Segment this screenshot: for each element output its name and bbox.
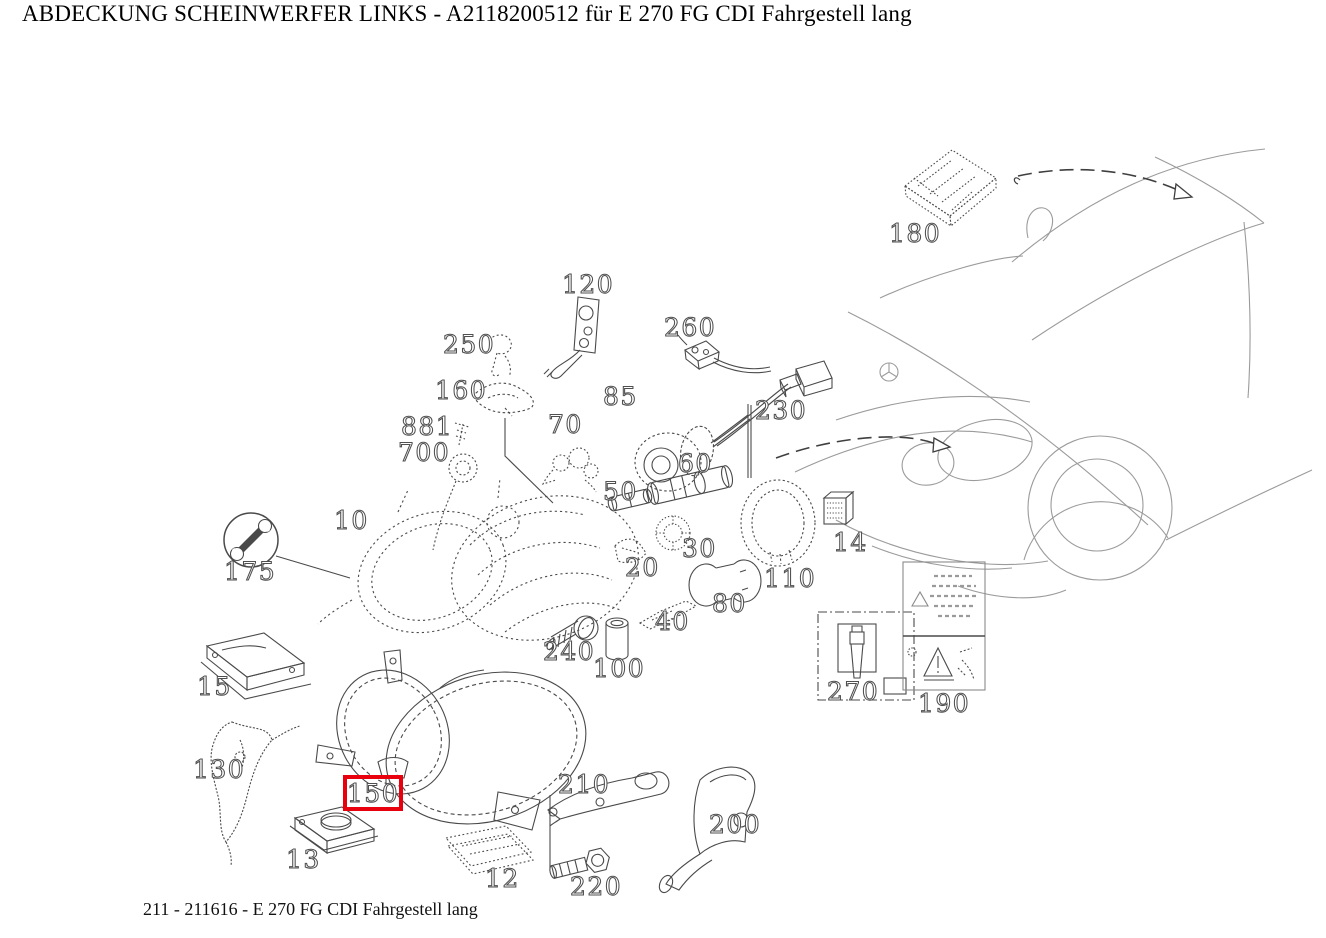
part-label-85[interactable]: 85 — [602, 382, 638, 411]
part-label-230[interactable]: 230 — [754, 396, 808, 425]
part-30-sketch — [655, 515, 691, 551]
part-label-20[interactable]: 20 — [624, 553, 660, 582]
part-label-700[interactable]: 700 — [397, 438, 451, 467]
part-200-sketch — [658, 766, 756, 894]
part-60-sketch — [646, 465, 734, 505]
part-110-sketch — [740, 479, 816, 567]
part-240-sketch — [546, 615, 599, 651]
part-label-13[interactable]: 13 — [285, 845, 321, 874]
part-label-30[interactable]: 30 — [681, 534, 717, 563]
part-150-sketch — [315, 649, 587, 831]
part-label-240[interactable]: 240 — [542, 637, 596, 666]
part-label-10[interactable]: 10 — [333, 506, 369, 535]
part-label-150[interactable]: 150 — [346, 778, 400, 808]
part-sketches — [200, 149, 997, 894]
part-label-50[interactable]: 50 — [602, 477, 638, 506]
part-210-sketch — [547, 771, 670, 827]
part-label-130[interactable]: 130 — [192, 755, 246, 784]
part-label-190[interactable]: 190 — [917, 689, 971, 718]
part-label-60[interactable]: 60 — [677, 449, 713, 478]
part-label-220[interactable]: 220 — [569, 872, 623, 901]
part-label-270[interactable]: 270 — [826, 677, 880, 706]
part-130-sketch — [210, 721, 301, 867]
part-260-sketch — [677, 334, 772, 374]
part-label-175[interactable]: 175 — [223, 557, 277, 586]
part-160-sketch — [474, 382, 534, 417]
part-10-sketch — [317, 477, 639, 641]
part-label-200[interactable]: 200 — [708, 810, 762, 839]
part-label-14[interactable]: 14 — [832, 528, 868, 557]
part-label-210[interactable]: 210 — [557, 770, 611, 799]
part-label-12[interactable]: 12 — [484, 864, 520, 893]
part-80-sketch — [688, 559, 762, 607]
part-881-sketch — [454, 422, 470, 446]
part-13-sketch — [289, 806, 379, 855]
part-120-sketch — [543, 296, 600, 379]
part-label-40[interactable]: 40 — [654, 607, 690, 636]
part-label-881[interactable]: 881 — [400, 412, 454, 441]
part-100-sketch — [605, 617, 629, 661]
highlighted-part-box[interactable]: 150 — [343, 775, 403, 811]
arrow-to-windshield — [1013, 168, 1194, 200]
part-label-110[interactable]: 110 — [763, 564, 817, 593]
page-caption: 211 - 211616 - E 270 FG CDI Fahrgestell … — [143, 899, 478, 919]
part-label-80[interactable]: 80 — [711, 589, 747, 618]
part-label-260[interactable]: 260 — [663, 313, 717, 342]
part-70-sketch — [541, 447, 599, 493]
part-14-sketch — [822, 490, 855, 526]
part-180-sketch — [904, 149, 997, 228]
part-label-180[interactable]: 180 — [888, 219, 942, 248]
part-label-120[interactable]: 120 — [561, 270, 615, 299]
part-label-160[interactable]: 160 — [434, 376, 488, 405]
part-label-250[interactable]: 250 — [442, 330, 496, 359]
wrench-icon — [223, 512, 279, 568]
part-190-sketch — [902, 561, 986, 691]
part-label-70[interactable]: 70 — [547, 410, 583, 439]
page-title: ABDECKUNG SCHEINWERFER LINKS - A21182005… — [22, 1, 912, 26]
car-sketch — [794, 148, 1313, 599]
part-label-15[interactable]: 15 — [196, 672, 232, 701]
part-label-100[interactable]: 100 — [592, 654, 646, 683]
part-250-sketch — [488, 334, 512, 378]
part-40-sketch — [638, 600, 698, 630]
part-20-sketch — [614, 538, 647, 564]
part-700-sketch — [432, 453, 478, 551]
part-50-sketch — [607, 488, 653, 512]
part-15-sketch — [200, 632, 312, 700]
part-220-sketch — [549, 847, 610, 879]
part-12-sketch — [444, 825, 535, 875]
arrow-to-headlight — [775, 436, 952, 459]
leader-lines — [275, 418, 554, 868]
part-230-sketch — [713, 360, 833, 447]
